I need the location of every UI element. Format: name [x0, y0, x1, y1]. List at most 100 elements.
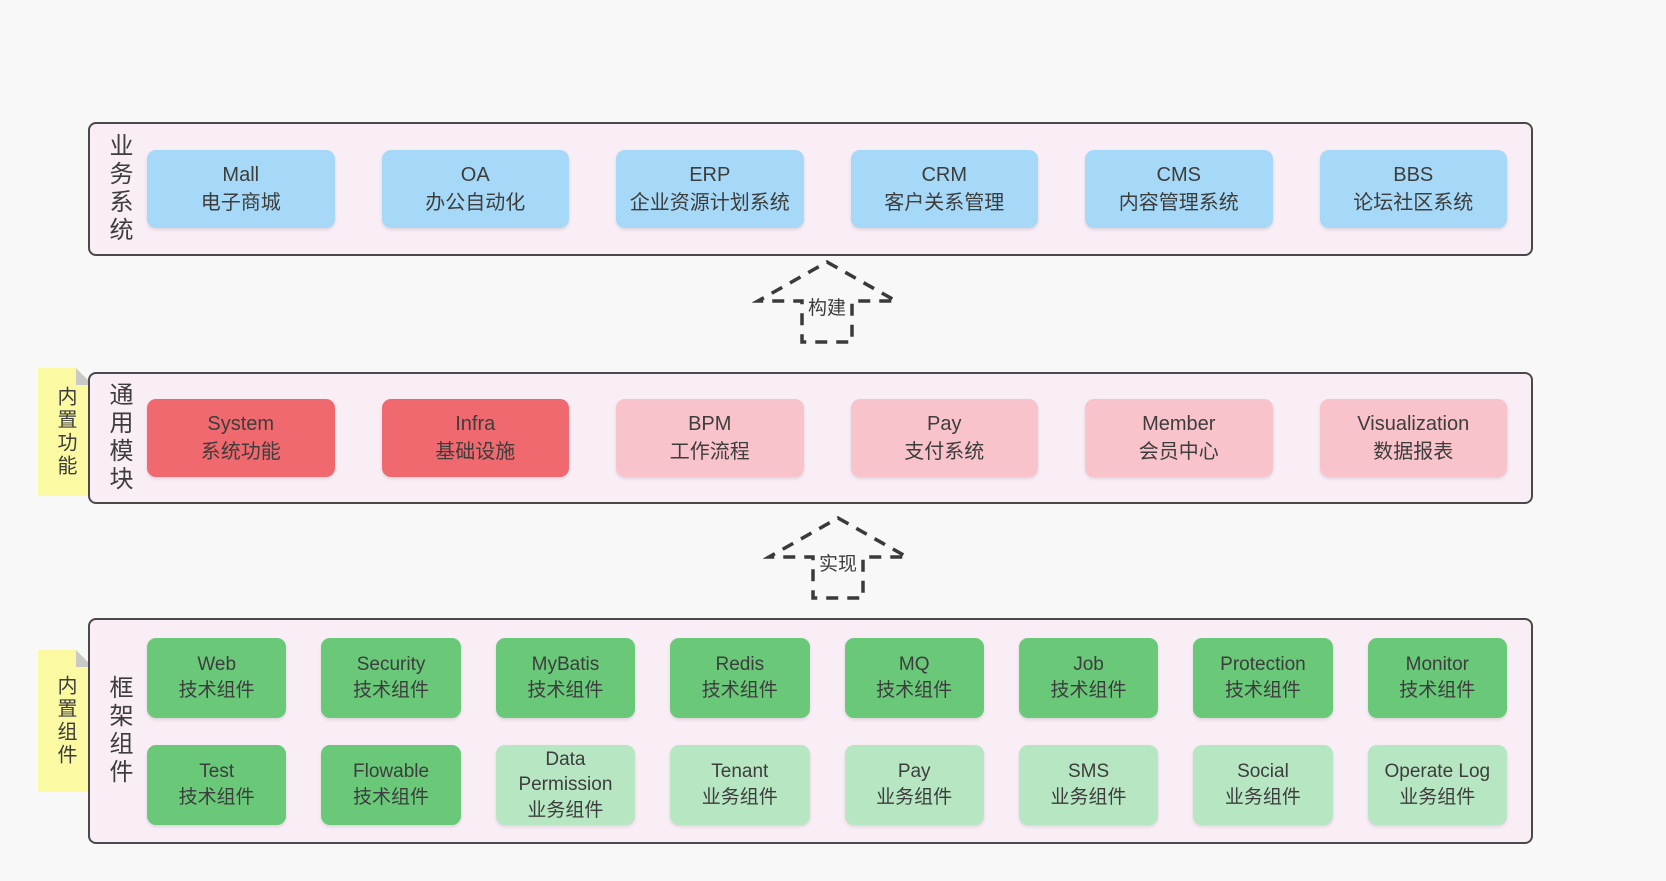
box-title: OA — [460, 163, 490, 186]
box-bpm: BPM 工作流程 — [616, 399, 804, 477]
box-web: Web 技术组件 — [147, 638, 287, 718]
box-title: Security — [356, 654, 426, 676]
box-oa: OA 办公自动化 — [381, 150, 569, 228]
box-title: BPM — [688, 412, 732, 435]
box-subtitle: 内容管理系统 — [1118, 192, 1239, 214]
box-mybatis: MyBatis 技术组件 — [495, 638, 636, 718]
box-system: System 系统功能 — [147, 399, 335, 477]
arrow-up-icon — [763, 515, 913, 600]
box-subtitle: 技术组件 — [527, 680, 604, 701]
box-subtitle: 业务组件 — [1399, 787, 1476, 808]
box-title: Visualization — [1357, 412, 1470, 435]
box-member: Member 会员中心 — [1085, 399, 1273, 477]
box-erp: ERP 企业资源计划系统 — [616, 150, 804, 228]
band-boxes: System 系统功能 Infra 基础设施 BPM 工作流程 Pay 支付系统… — [147, 399, 1507, 477]
band-label: 通用模块 — [105, 382, 132, 494]
arrow-label: 构建 — [804, 292, 850, 321]
box-subtitle: 数据报表 — [1373, 441, 1454, 463]
box-title: Flowable — [353, 761, 430, 783]
box-bbs: BBS 论坛社区系统 — [1319, 150, 1507, 228]
box-pay: Pay 支付系统 — [850, 399, 1038, 477]
box-title: MyBatis — [531, 654, 600, 676]
box-title: Data Permission — [518, 748, 613, 796]
box-title: MQ — [898, 654, 930, 676]
box-title: Pay — [927, 412, 962, 435]
box-title: SMS — [1067, 761, 1110, 783]
box-title: Mall — [222, 163, 260, 186]
box-social: Social 业务组件 — [1193, 745, 1333, 825]
box-data-permission: Data Permission 业务组件 — [495, 745, 636, 825]
box-title: ERP — [689, 163, 731, 186]
band-label: 框架组件 — [105, 675, 132, 787]
box-crm: CRM 客户关系管理 — [850, 150, 1038, 228]
box-cms: CMS 内容管理系统 — [1085, 150, 1273, 228]
components-row-2: Test 技术组件 Flowable 技术组件 Data Permission … — [147, 745, 1507, 825]
box-subtitle: 支付系统 — [904, 441, 985, 463]
box-title: Social — [1237, 761, 1289, 783]
band-business-systems: 业务系统 Mall 电子商城 OA 办公自动化 ERP 企业资源计划系统 CRM… — [88, 122, 1533, 256]
band-boxes: Mall 电子商城 OA 办公自动化 ERP 企业资源计划系统 CRM 客户关系… — [147, 150, 1507, 228]
box-sms: SMS 业务组件 — [1018, 745, 1159, 825]
sticky-note-built-in-components: 内置组件 — [38, 650, 93, 792]
box-redis: Redis 技术组件 — [670, 638, 810, 718]
box-title: Infra — [455, 412, 496, 435]
box-subtitle: 技术组件 — [178, 680, 255, 701]
box-title: Web — [197, 654, 237, 676]
box-subtitle: 电子商城 — [200, 192, 281, 214]
box-subtitle: 企业资源计划系统 — [629, 192, 790, 214]
box-subtitle: 办公自动化 — [425, 192, 526, 214]
arrow-build: 构建 — [752, 254, 902, 346]
box-subtitle: 业务组件 — [527, 799, 604, 821]
box-subtitle: 业务组件 — [1050, 787, 1127, 808]
sticky-note-built-in-features: 内置功能 — [38, 368, 93, 496]
components-row-1: Web 技术组件 Security 技术组件 MyBatis 技术组件 Redi… — [147, 638, 1507, 718]
arrow-implement: 实现 — [763, 510, 913, 602]
box-subtitle: 技术组件 — [876, 680, 953, 701]
band-label: 业务系统 — [105, 133, 132, 245]
box-subtitle: 会员中心 — [1138, 441, 1219, 463]
box-title: Tenant — [711, 761, 769, 783]
box-subtitle: 工作流程 — [669, 441, 750, 463]
box-security: Security 技术组件 — [321, 638, 461, 718]
box-mq: MQ 技术组件 — [844, 638, 984, 718]
box-operate-log: Operate Log 业务组件 — [1367, 745, 1507, 825]
box-infra: Infra 基础设施 — [381, 399, 569, 477]
box-subtitle: 技术组件 — [1224, 680, 1301, 701]
box-title: CRM — [921, 163, 968, 186]
box-subtitle: 技术组件 — [1399, 680, 1476, 701]
box-title: Protection — [1220, 654, 1306, 676]
sticky-text: 内置组件 — [54, 675, 76, 767]
box-title: Test — [199, 761, 235, 783]
box-title: Operate Log — [1384, 761, 1491, 783]
box-protection: Protection 技术组件 — [1193, 638, 1333, 718]
box-tenant: Tenant 业务组件 — [670, 745, 810, 825]
box-title: BBS — [1393, 163, 1434, 186]
box-title: Pay — [897, 761, 931, 783]
box-subtitle: 论坛社区系统 — [1353, 192, 1474, 214]
box-subtitle: 业务组件 — [876, 787, 953, 808]
band-common-modules: 通用模块 System 系统功能 Infra 基础设施 BPM 工作流程 Pay… — [88, 372, 1533, 504]
box-job: Job 技术组件 — [1018, 638, 1159, 718]
box-title: CMS — [1156, 163, 1201, 186]
box-pay-business: Pay 业务组件 — [844, 745, 984, 825]
box-subtitle: 技术组件 — [353, 787, 430, 808]
box-subtitle: 技术组件 — [701, 680, 778, 701]
box-title: Member — [1142, 412, 1216, 435]
box-subtitle: 客户关系管理 — [884, 192, 1005, 214]
box-title: Monitor — [1405, 654, 1469, 676]
box-subtitle: 业务组件 — [701, 787, 778, 808]
box-test: Test 技术组件 — [147, 745, 287, 825]
box-subtitle: 基础设施 — [435, 441, 516, 463]
band-framework-components: 框架组件 Web 技术组件 Security 技术组件 MyBatis 技术组件… — [88, 618, 1533, 844]
box-monitor: Monitor 技术组件 — [1367, 638, 1507, 718]
box-title: Job — [1073, 654, 1104, 676]
box-mall: Mall 电子商城 — [147, 150, 335, 228]
arrow-up-icon — [752, 259, 902, 344]
box-subtitle: 技术组件 — [178, 787, 255, 808]
box-title: System — [207, 412, 275, 435]
box-subtitle: 技术组件 — [353, 680, 430, 701]
box-visualization: Visualization 数据报表 — [1319, 399, 1507, 477]
band-boxes: Web 技术组件 Security 技术组件 MyBatis 技术组件 Redi… — [90, 620, 1531, 842]
arrow-label: 实现 — [815, 548, 861, 577]
